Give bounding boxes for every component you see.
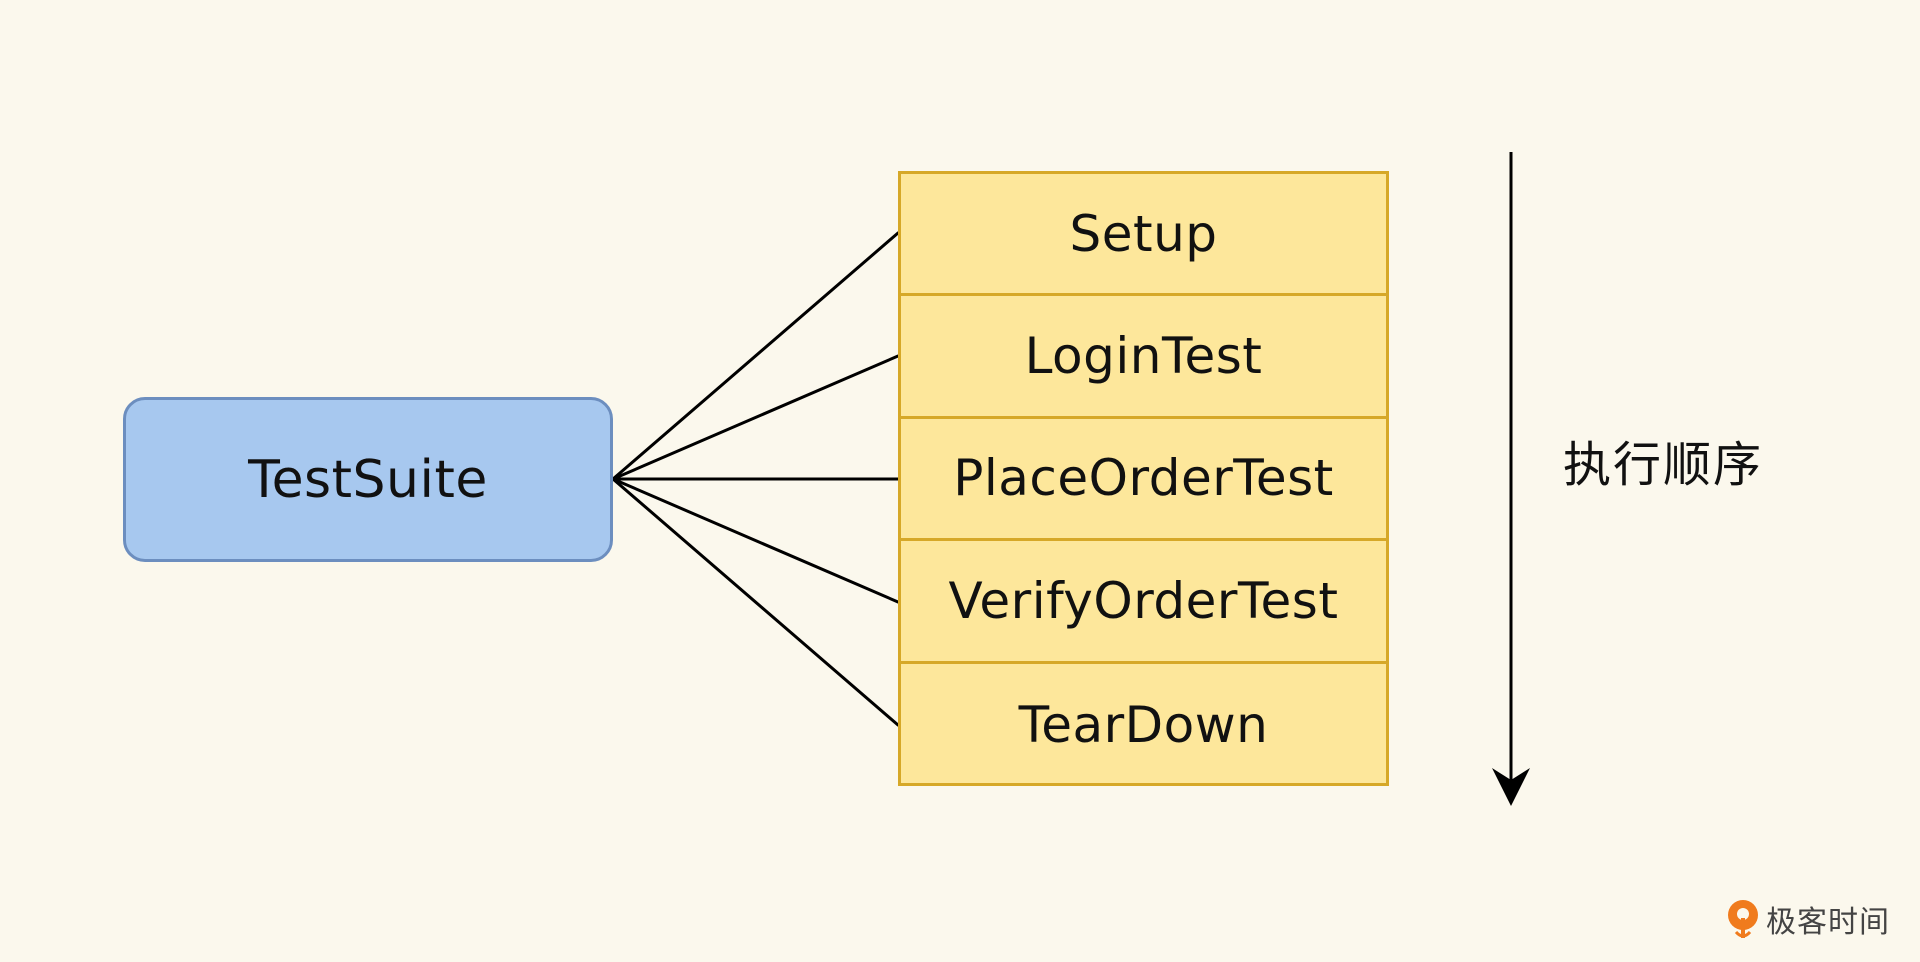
watermark: 极客时间: [1724, 897, 1890, 941]
step-verify-order-test: VerifyOrderTest: [901, 541, 1386, 664]
step-label: Setup: [1069, 204, 1218, 263]
step-login-test: LoginTest: [901, 296, 1386, 419]
connector-teardown: [611, 477, 900, 727]
step-setup: Setup: [901, 174, 1386, 297]
step-place-order-test: PlaceOrderTest: [901, 419, 1386, 542]
execution-order-arrow-head: [1492, 768, 1530, 806]
step-label: LoginTest: [1024, 327, 1263, 386]
step-label: PlaceOrderTest: [953, 449, 1334, 508]
execution-steps-stack: Setup LoginTest PlaceOrderTest VerifyOrd…: [898, 171, 1389, 786]
testsuite-label: TestSuite: [248, 449, 488, 510]
step-label: VerifyOrderTest: [948, 571, 1339, 630]
step-teardown: TearDown: [901, 664, 1386, 786]
connector-login-test: [611, 354, 900, 481]
geektime-logo-icon: [1728, 900, 1758, 938]
testsuite-node: TestSuite: [123, 397, 613, 562]
connector-setup: [611, 231, 900, 481]
execution-order-label: 执行顺序: [1563, 437, 1764, 493]
watermark-text: 极客时间: [1766, 905, 1890, 940]
step-label: TearDown: [1018, 695, 1269, 754]
connector-verify-order-test: [611, 477, 900, 604]
